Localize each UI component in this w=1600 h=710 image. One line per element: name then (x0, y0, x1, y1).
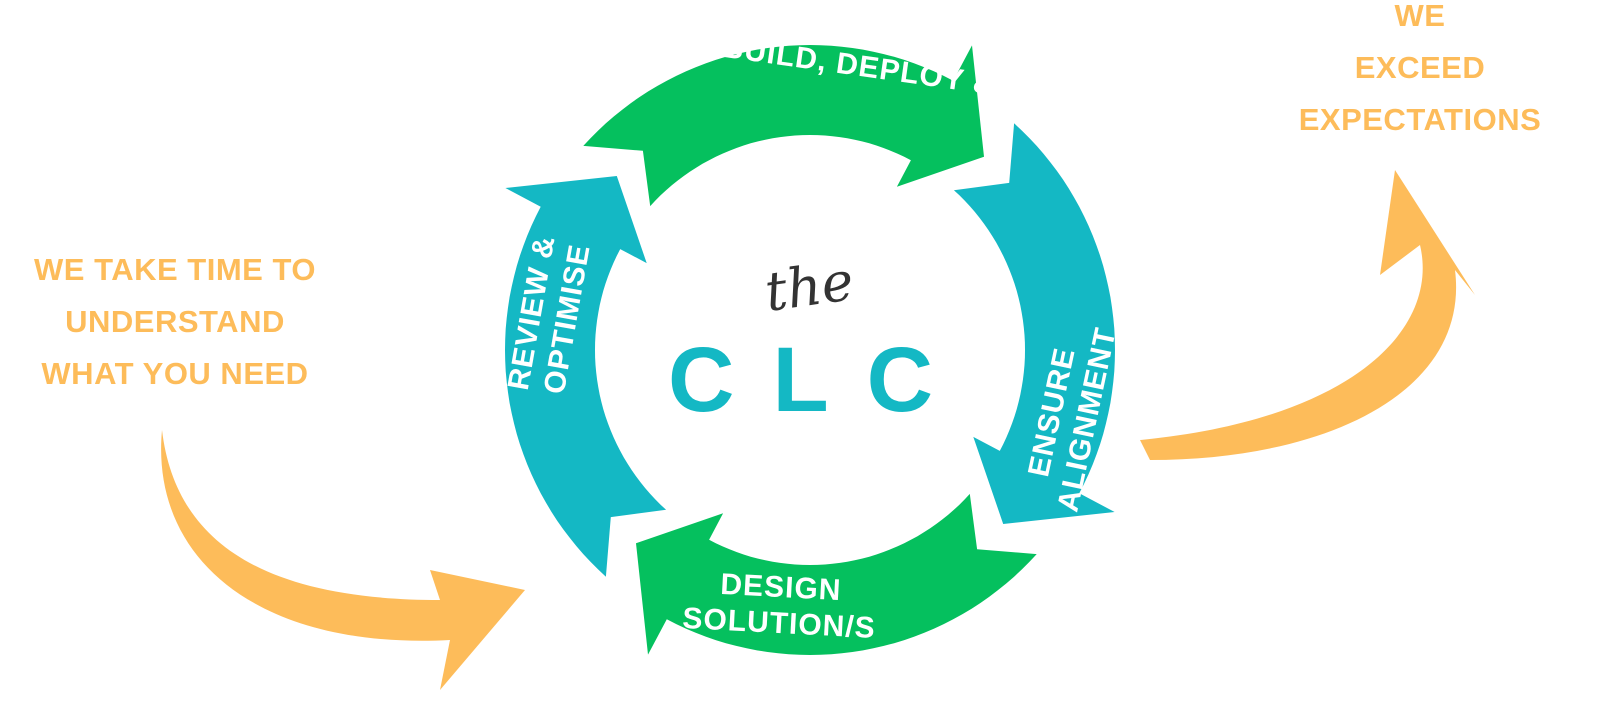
right-text-line: EXPECTATIONS (1298, 102, 1542, 137)
left-text-line: WE TAKE TIME TO (34, 252, 316, 287)
right-orange-arrow (1140, 170, 1475, 460)
logo-name: CLC (668, 329, 972, 431)
left-orange-arrow (161, 430, 525, 690)
build-deploy-arrow (583, 45, 984, 207)
right-text: WE EXCEED EXPECTATIONS (1260, 0, 1580, 146)
left-text-line: UNDERSTAND (65, 304, 285, 339)
right-text-line: EXCEED (1354, 50, 1486, 85)
label-text: DESIGN SOLUTION/S (681, 567, 877, 646)
left-text: WE TAKE TIME TO UNDERSTAND WHAT YOU NEED (0, 244, 350, 400)
logo-prefix: the (761, 249, 858, 324)
review-optimise-arrow (505, 176, 667, 577)
design-solutions-label: DESIGN SOLUTION/S (658, 564, 901, 648)
ensure-alignment-arrow (953, 123, 1115, 525)
design-solutions-arrow (636, 493, 1037, 655)
right-text-line: WE (1394, 0, 1446, 33)
left-text-line: WHAT YOU NEED (41, 356, 309, 391)
